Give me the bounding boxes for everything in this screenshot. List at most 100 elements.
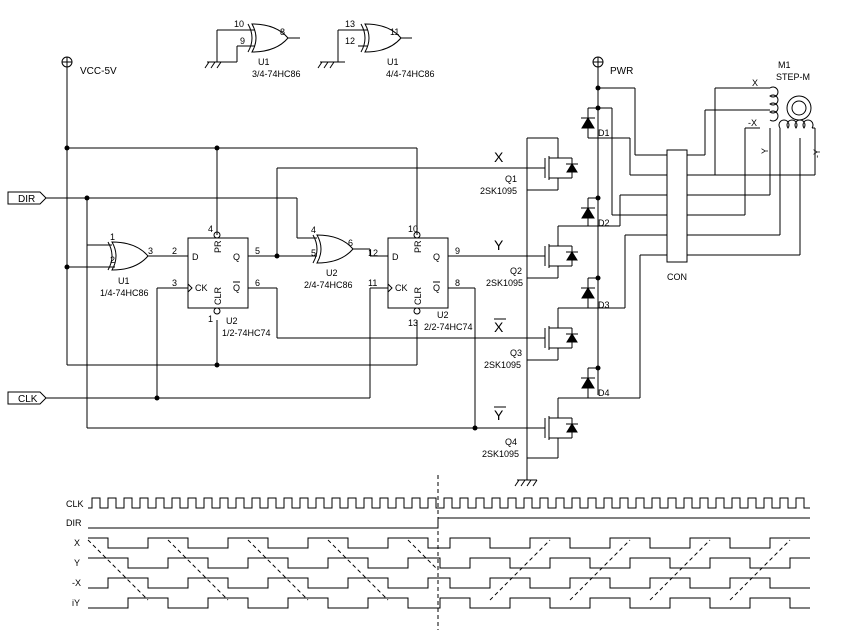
svg-text:CLR: CLR bbox=[213, 286, 223, 305]
svg-text:CLR: CLR bbox=[413, 286, 423, 305]
svg-text:Y: Y bbox=[494, 237, 504, 253]
iy-waveform bbox=[88, 597, 810, 609]
dir-port: DIR bbox=[7, 191, 47, 205]
svg-text:6: 6 bbox=[255, 278, 260, 288]
svg-text:Q: Q bbox=[233, 252, 240, 262]
svg-text:1: 1 bbox=[110, 232, 115, 242]
neg-x-waveform bbox=[88, 577, 810, 589]
svg-text:9: 9 bbox=[455, 246, 460, 256]
svg-text:13: 13 bbox=[345, 19, 355, 29]
svg-text:U1: U1 bbox=[118, 276, 130, 286]
svg-text:M1: M1 bbox=[778, 60, 791, 70]
diode-d2: D2 bbox=[558, 197, 610, 228]
diode-d1: D1 bbox=[581, 107, 610, 139]
svg-text:11: 11 bbox=[390, 27, 399, 37]
flipflop-u2b: D CK Q Q PR CLR 10 13 11 9 8 U2 2/2-74HC… bbox=[368, 224, 473, 332]
diode-d3: D3 bbox=[558, 277, 610, 310]
svg-text:X: X bbox=[74, 538, 80, 548]
timing-diagram: CLK DIR X Y -X iY bbox=[66, 475, 810, 630]
svg-text:9: 9 bbox=[240, 36, 245, 46]
svg-text:D3: D3 bbox=[598, 300, 610, 310]
svg-text:Y: Y bbox=[494, 407, 504, 423]
svg-text:2SK1095: 2SK1095 bbox=[484, 360, 521, 370]
svg-text:U1: U1 bbox=[387, 57, 399, 67]
ground-symbol bbox=[514, 479, 538, 487]
svg-text:8: 8 bbox=[455, 278, 460, 288]
svg-text:2SK1095: 2SK1095 bbox=[480, 186, 517, 196]
svg-text:Q2: Q2 bbox=[510, 266, 522, 276]
svg-text:12: 12 bbox=[345, 36, 355, 46]
svg-text:PR: PR bbox=[413, 240, 423, 253]
pwr-symbol bbox=[592, 56, 604, 395]
pwr-label: PWR bbox=[610, 66, 633, 77]
svg-text:D: D bbox=[392, 252, 399, 262]
dir-waveform bbox=[88, 517, 810, 529]
connector-con: CON bbox=[666, 149, 688, 282]
svg-text:5: 5 bbox=[311, 248, 316, 258]
svg-text:CLK: CLK bbox=[66, 499, 84, 509]
svg-text:D: D bbox=[192, 252, 199, 262]
x-waveform bbox=[88, 537, 810, 549]
svg-text:Q: Q bbox=[233, 283, 240, 293]
svg-text:10: 10 bbox=[408, 224, 418, 234]
mosfet-q3: X Q3 2SK1095 bbox=[484, 308, 578, 370]
svg-text:CK: CK bbox=[395, 283, 408, 293]
svg-text:CON: CON bbox=[667, 272, 687, 282]
svg-text:CK: CK bbox=[195, 283, 208, 293]
svg-text:Q1: Q1 bbox=[505, 174, 517, 184]
xor-gate-u1a: 1 2 3 2 U1 1/4-74HC86 bbox=[67, 232, 188, 298]
svg-text:1/2-74HC74: 1/2-74HC74 bbox=[222, 328, 271, 338]
svg-text:X: X bbox=[494, 319, 504, 335]
svg-text:4: 4 bbox=[311, 225, 316, 235]
svg-text:5: 5 bbox=[255, 246, 260, 256]
svg-text:4: 4 bbox=[208, 224, 213, 234]
clk-port: CLK bbox=[7, 391, 47, 405]
mosfet-q1: X Q1 2SK1095 bbox=[480, 138, 578, 196]
y-waveform bbox=[88, 557, 810, 569]
vcc-symbol bbox=[61, 56, 73, 365]
svg-text:-X: -X bbox=[748, 118, 757, 128]
svg-text:11: 11 bbox=[368, 278, 377, 288]
svg-text:2/2-74HC74: 2/2-74HC74 bbox=[424, 322, 473, 332]
svg-text:U2: U2 bbox=[326, 268, 338, 278]
svg-text:3: 3 bbox=[148, 246, 153, 256]
svg-text:2: 2 bbox=[110, 255, 115, 265]
svg-text:X: X bbox=[752, 78, 758, 88]
mosfet-q2: Y Q2 2SK1095 bbox=[486, 226, 578, 288]
svg-text:iY: iY bbox=[72, 598, 80, 608]
svg-text:D2: D2 bbox=[598, 218, 610, 228]
clk-waveform bbox=[88, 497, 810, 509]
svg-text:1/4-74HC86: 1/4-74HC86 bbox=[100, 288, 149, 298]
svg-text:2SK1095: 2SK1095 bbox=[486, 278, 523, 288]
svg-text:-Y: -Y bbox=[812, 149, 822, 158]
svg-text:6: 6 bbox=[348, 238, 353, 248]
svg-text:3: 3 bbox=[172, 278, 177, 288]
dir-port-label: DIR bbox=[18, 194, 35, 205]
svg-text:8: 8 bbox=[280, 27, 285, 37]
flipflop-u2a: D CK Q Q PR CLR 4 1 3 5 6 U2 1/2-74HC74 bbox=[172, 224, 271, 338]
svg-text:U2: U2 bbox=[437, 310, 449, 320]
vcc-label: VCC-5V bbox=[80, 66, 117, 77]
svg-text:-X: -X bbox=[72, 578, 81, 588]
svg-text:U2: U2 bbox=[226, 316, 238, 326]
diode-d4: D4 bbox=[558, 367, 610, 399]
svg-text:Q: Q bbox=[433, 283, 440, 293]
svg-text:PR: PR bbox=[213, 240, 223, 253]
svg-text:Q3: Q3 bbox=[510, 348, 522, 358]
svg-text:X: X bbox=[494, 149, 504, 165]
svg-text:2: 2 bbox=[172, 246, 177, 256]
svg-text:1: 1 bbox=[208, 314, 213, 324]
svg-text:D1: D1 bbox=[598, 128, 610, 138]
svg-text:Q: Q bbox=[433, 252, 440, 262]
xor-gate-u1c: 10 9 8 U1 3/4-74HC86 bbox=[204, 19, 301, 79]
svg-text:4/4-74HC86: 4/4-74HC86 bbox=[386, 69, 435, 79]
svg-text:2/4-74HC86: 2/4-74HC86 bbox=[304, 280, 353, 290]
svg-text:Y: Y bbox=[74, 558, 80, 568]
svg-text:13: 13 bbox=[408, 318, 418, 328]
svg-text:10: 10 bbox=[234, 19, 244, 29]
clk-port-label: CLK bbox=[18, 394, 38, 405]
svg-text:3/4-74HC86: 3/4-74HC86 bbox=[252, 69, 301, 79]
xor-gate-u1d: 13 12 11 U1 4/4-74HC86 bbox=[317, 19, 435, 79]
